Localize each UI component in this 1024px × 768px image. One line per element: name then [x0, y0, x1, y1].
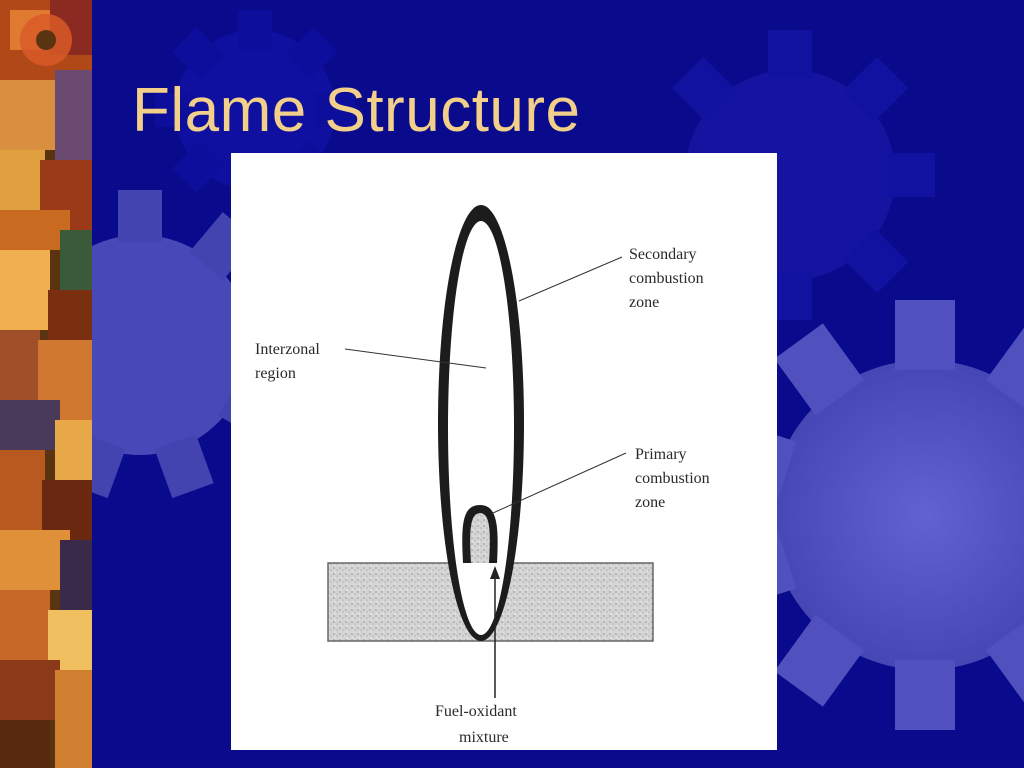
label-interzonal-line1: Interzonal	[255, 341, 320, 358]
slide-title: Flame Structure	[132, 76, 581, 145]
label-fuel-line1: Fuel-oxidant	[435, 703, 517, 720]
leader-line-interzonal	[344, 348, 487, 369]
label-fuel-oxidant: Fuel-oxidant mixture	[435, 703, 521, 746]
leader-line-primary	[492, 452, 627, 514]
label-primary-line3: zone	[635, 494, 665, 511]
label-primary: Primary combustion zone	[635, 446, 714, 511]
decorative-side-strip	[0, 0, 92, 768]
label-secondary-line1: Secondary	[629, 246, 697, 263]
interzonal-region-shape	[448, 221, 514, 635]
leader-line-secondary	[518, 256, 623, 302]
label-interzonal-line2: region	[255, 365, 296, 382]
fuel-arrow-head	[490, 566, 500, 579]
gear-icon	[155, 10, 355, 210]
flame-structure-diagram: Interzonal region Secondary combustion z…	[231, 153, 777, 750]
label-fuel-line2: mixture	[459, 729, 509, 746]
label-secondary-line3: zone	[629, 294, 659, 311]
label-primary-line2: combustion	[635, 470, 710, 487]
label-secondary-line2: combustion	[629, 270, 704, 287]
label-secondary: Secondary combustion zone	[629, 246, 708, 311]
label-interzonal: Interzonal region	[255, 341, 324, 382]
label-primary-line1: Primary	[635, 446, 687, 463]
